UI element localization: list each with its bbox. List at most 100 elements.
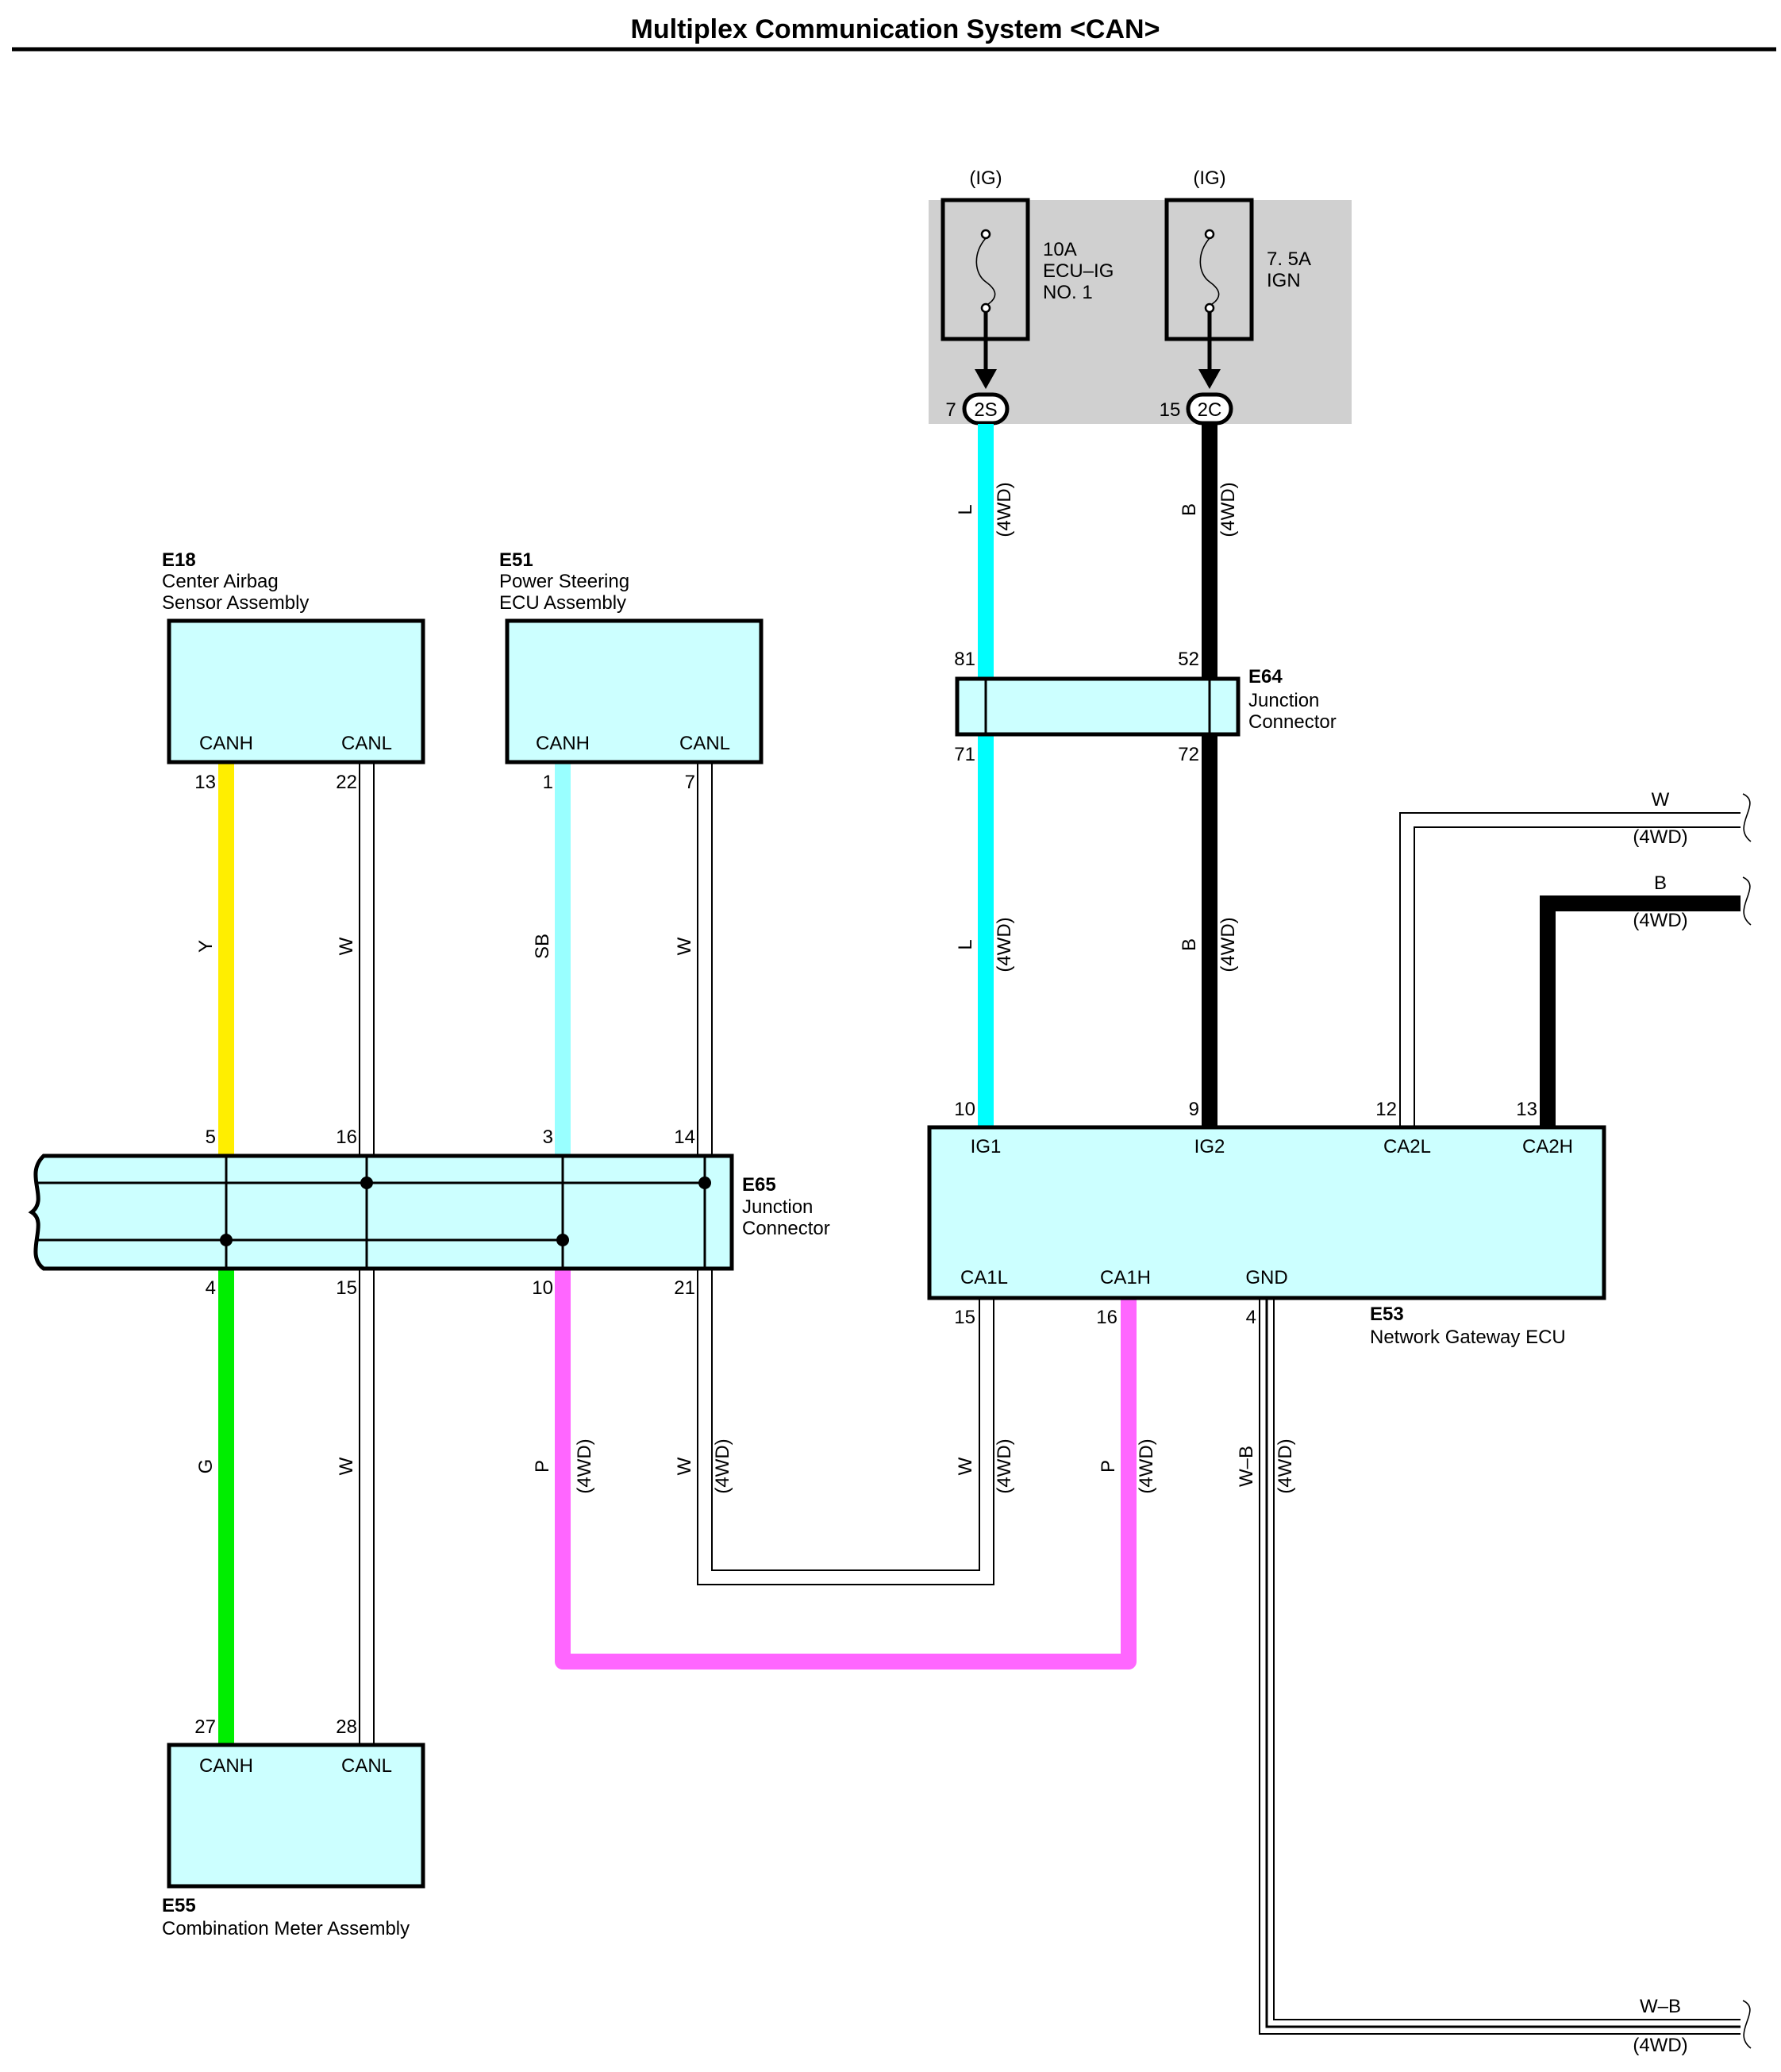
pin-e53-gnd: 4 [1246, 1307, 1256, 1328]
wire-w-ca1l-core [698, 1269, 993, 1584]
label-4wd-l-2: (4WD) [994, 917, 1015, 972]
label-4wd-ca2l: (4WD) [1633, 826, 1687, 848]
e53-ca1l-label: CA1L [960, 1267, 1008, 1288]
label-4wd-p-2: (4WD) [1136, 1438, 1157, 1493]
e18-canh-label: CANH [199, 733, 253, 754]
e18-canl-label: CANL [341, 733, 392, 754]
e64-name-2: Connector [1248, 711, 1337, 733]
pin-e65-top-1: 5 [206, 1127, 216, 1148]
e64-id: E64 [1248, 666, 1283, 687]
label-4wd-b-1: (4WD) [1217, 482, 1239, 537]
fuse-2-connector [1186, 392, 1233, 426]
pin-e55-canh: 27 [194, 1716, 216, 1738]
label-wire-w-e55: W [336, 1457, 357, 1475]
pin-e51-canh: 1 [543, 772, 553, 793]
label-wire-g: G [195, 1459, 217, 1474]
label-4wd-w-2: (4WD) [994, 1438, 1015, 1493]
wire-w-ca2l-outline [1399, 812, 1741, 1127]
fuse-2-pin: 15 [1160, 399, 1181, 421]
fuse-1-rating: 10A [1043, 239, 1077, 260]
e18-name-2: Sensor Assembly [162, 592, 309, 614]
fuse-2-name: IGN [1267, 270, 1301, 291]
fuse-1-supply: (IG) [969, 168, 1002, 189]
wire-wb[interactable] [1259, 1298, 1741, 2035]
e64-box [955, 676, 1241, 737]
e55-canl-label: CANL [341, 1755, 392, 1777]
component-e64[interactable]: E64 Junction Connector [955, 666, 1337, 737]
fuse-1-arrow-icon [975, 369, 997, 389]
pin-e65-top-4: 14 [674, 1127, 695, 1148]
e53-id: E53 [1370, 1304, 1404, 1325]
fuse-ign[interactable]: (IG) 7. 5A IGN 2C 15 [1160, 168, 1311, 426]
label-wire-b-1: B [1179, 503, 1200, 516]
label-4wd-w-1: (4WD) [712, 1438, 733, 1493]
label-wire-w-ca2l: W [1652, 789, 1670, 811]
component-e55[interactable]: CANH CANL E55 Combination Meter Assembly [162, 1743, 425, 1939]
pin-e51-canl: 7 [685, 772, 695, 793]
fuse-1-terminal-bottom [980, 302, 991, 314]
page-title: Multiplex Communication System <CAN> [631, 14, 1160, 44]
label-wire-w-ca1l-1: W [674, 1457, 695, 1475]
component-e53[interactable]: IG1 IG2 CA2L CA2H CA1L CA1H GND E53 Netw… [927, 1125, 1606, 1348]
label-wire-sb: SB [532, 934, 553, 959]
pin-e64-bot-2: 72 [1178, 744, 1199, 765]
component-e65[interactable]: E65 Junction Connector [28, 1153, 830, 1271]
label-wire-b-2: B [1179, 938, 1200, 951]
break-mark-wb-icon [1742, 2000, 1752, 2049]
e64-name-1: Junction [1248, 690, 1319, 711]
e65-box [28, 1153, 734, 1271]
fuse-block [929, 200, 1352, 424]
wire-w-ca2l[interactable] [1399, 812, 1741, 1127]
pin-e65-top-2: 16 [336, 1127, 357, 1148]
e51-name-2: ECU Assembly [499, 592, 626, 614]
wire-w-ca1l[interactable] [697, 1269, 994, 1585]
e53-name: Network Gateway ECU [1370, 1327, 1566, 1348]
e18-box [167, 618, 425, 764]
pin-e53-ig1: 10 [954, 1099, 975, 1120]
fuse-1-connector-label: 2S [974, 399, 997, 421]
e53-box [927, 1125, 1606, 1300]
e55-id: E55 [162, 1895, 196, 1916]
pin-e64-bot-1: 71 [954, 744, 975, 765]
label-4wd-wb: (4WD) [1275, 1438, 1296, 1493]
break-mark-w-icon [1742, 793, 1752, 842]
component-e18[interactable]: E18 Center Airbag Sensor Assembly CANH C… [162, 549, 425, 764]
wire-w-ca1l-outline [697, 1269, 994, 1585]
fuse-2-arrow-icon [1198, 369, 1221, 389]
component-e51[interactable]: E51 Power Steering ECU Assembly CANH CAN… [499, 549, 764, 764]
label-4wd-ca2h: (4WD) [1633, 910, 1687, 931]
pin-e18-canl: 22 [336, 772, 357, 793]
e18-id: E18 [162, 549, 196, 571]
label-wire-p-2: P [1098, 1460, 1119, 1473]
fuse-2-connector-label: 2C [1198, 399, 1222, 421]
pin-e65-bot-4: 21 [674, 1277, 695, 1299]
fuse-2-terminal-top [1204, 229, 1215, 240]
pin-e53-ig2: 9 [1189, 1099, 1199, 1120]
wire-b-ca2h[interactable] [1540, 895, 1741, 1127]
pin-e55-canl: 28 [336, 1716, 357, 1738]
e51-canh-label: CANH [536, 733, 590, 754]
e51-canl-label: CANL [679, 733, 730, 754]
pin-e65-top-3: 3 [543, 1127, 553, 1148]
pin-e64-top-1: 81 [954, 649, 975, 670]
label-wire-wb: W–B [1236, 1446, 1257, 1487]
e65-splice-4 [556, 1234, 569, 1246]
label-wire-wb-h: W–B [1640, 1996, 1681, 2017]
e55-canh-label: CANH [199, 1755, 253, 1777]
e65-splice-2 [698, 1177, 711, 1189]
wire-p[interactable] [555, 1269, 1137, 1670]
fuse-ecu-ig-no1[interactable]: (IG) 10A ECU–IG NO. 1 2S 7 [941, 168, 1114, 426]
pin-e65-bot-3: 10 [532, 1277, 553, 1299]
e51-id: E51 [499, 549, 533, 571]
pin-e18-canh: 13 [194, 772, 216, 793]
break-mark-b-icon [1742, 876, 1752, 926]
wire-wb-core [1260, 1298, 1741, 2033]
label-wire-w-ca1l-2: W [955, 1457, 976, 1475]
e65-splice-1 [360, 1177, 373, 1189]
pin-e64-top-2: 52 [1178, 649, 1199, 670]
label-wire-w-e51: W [674, 937, 695, 955]
fuse-1-connector [962, 392, 1010, 426]
fuse-2-rating: 7. 5A [1267, 248, 1311, 270]
label-4wd-l-1: (4WD) [994, 482, 1015, 537]
